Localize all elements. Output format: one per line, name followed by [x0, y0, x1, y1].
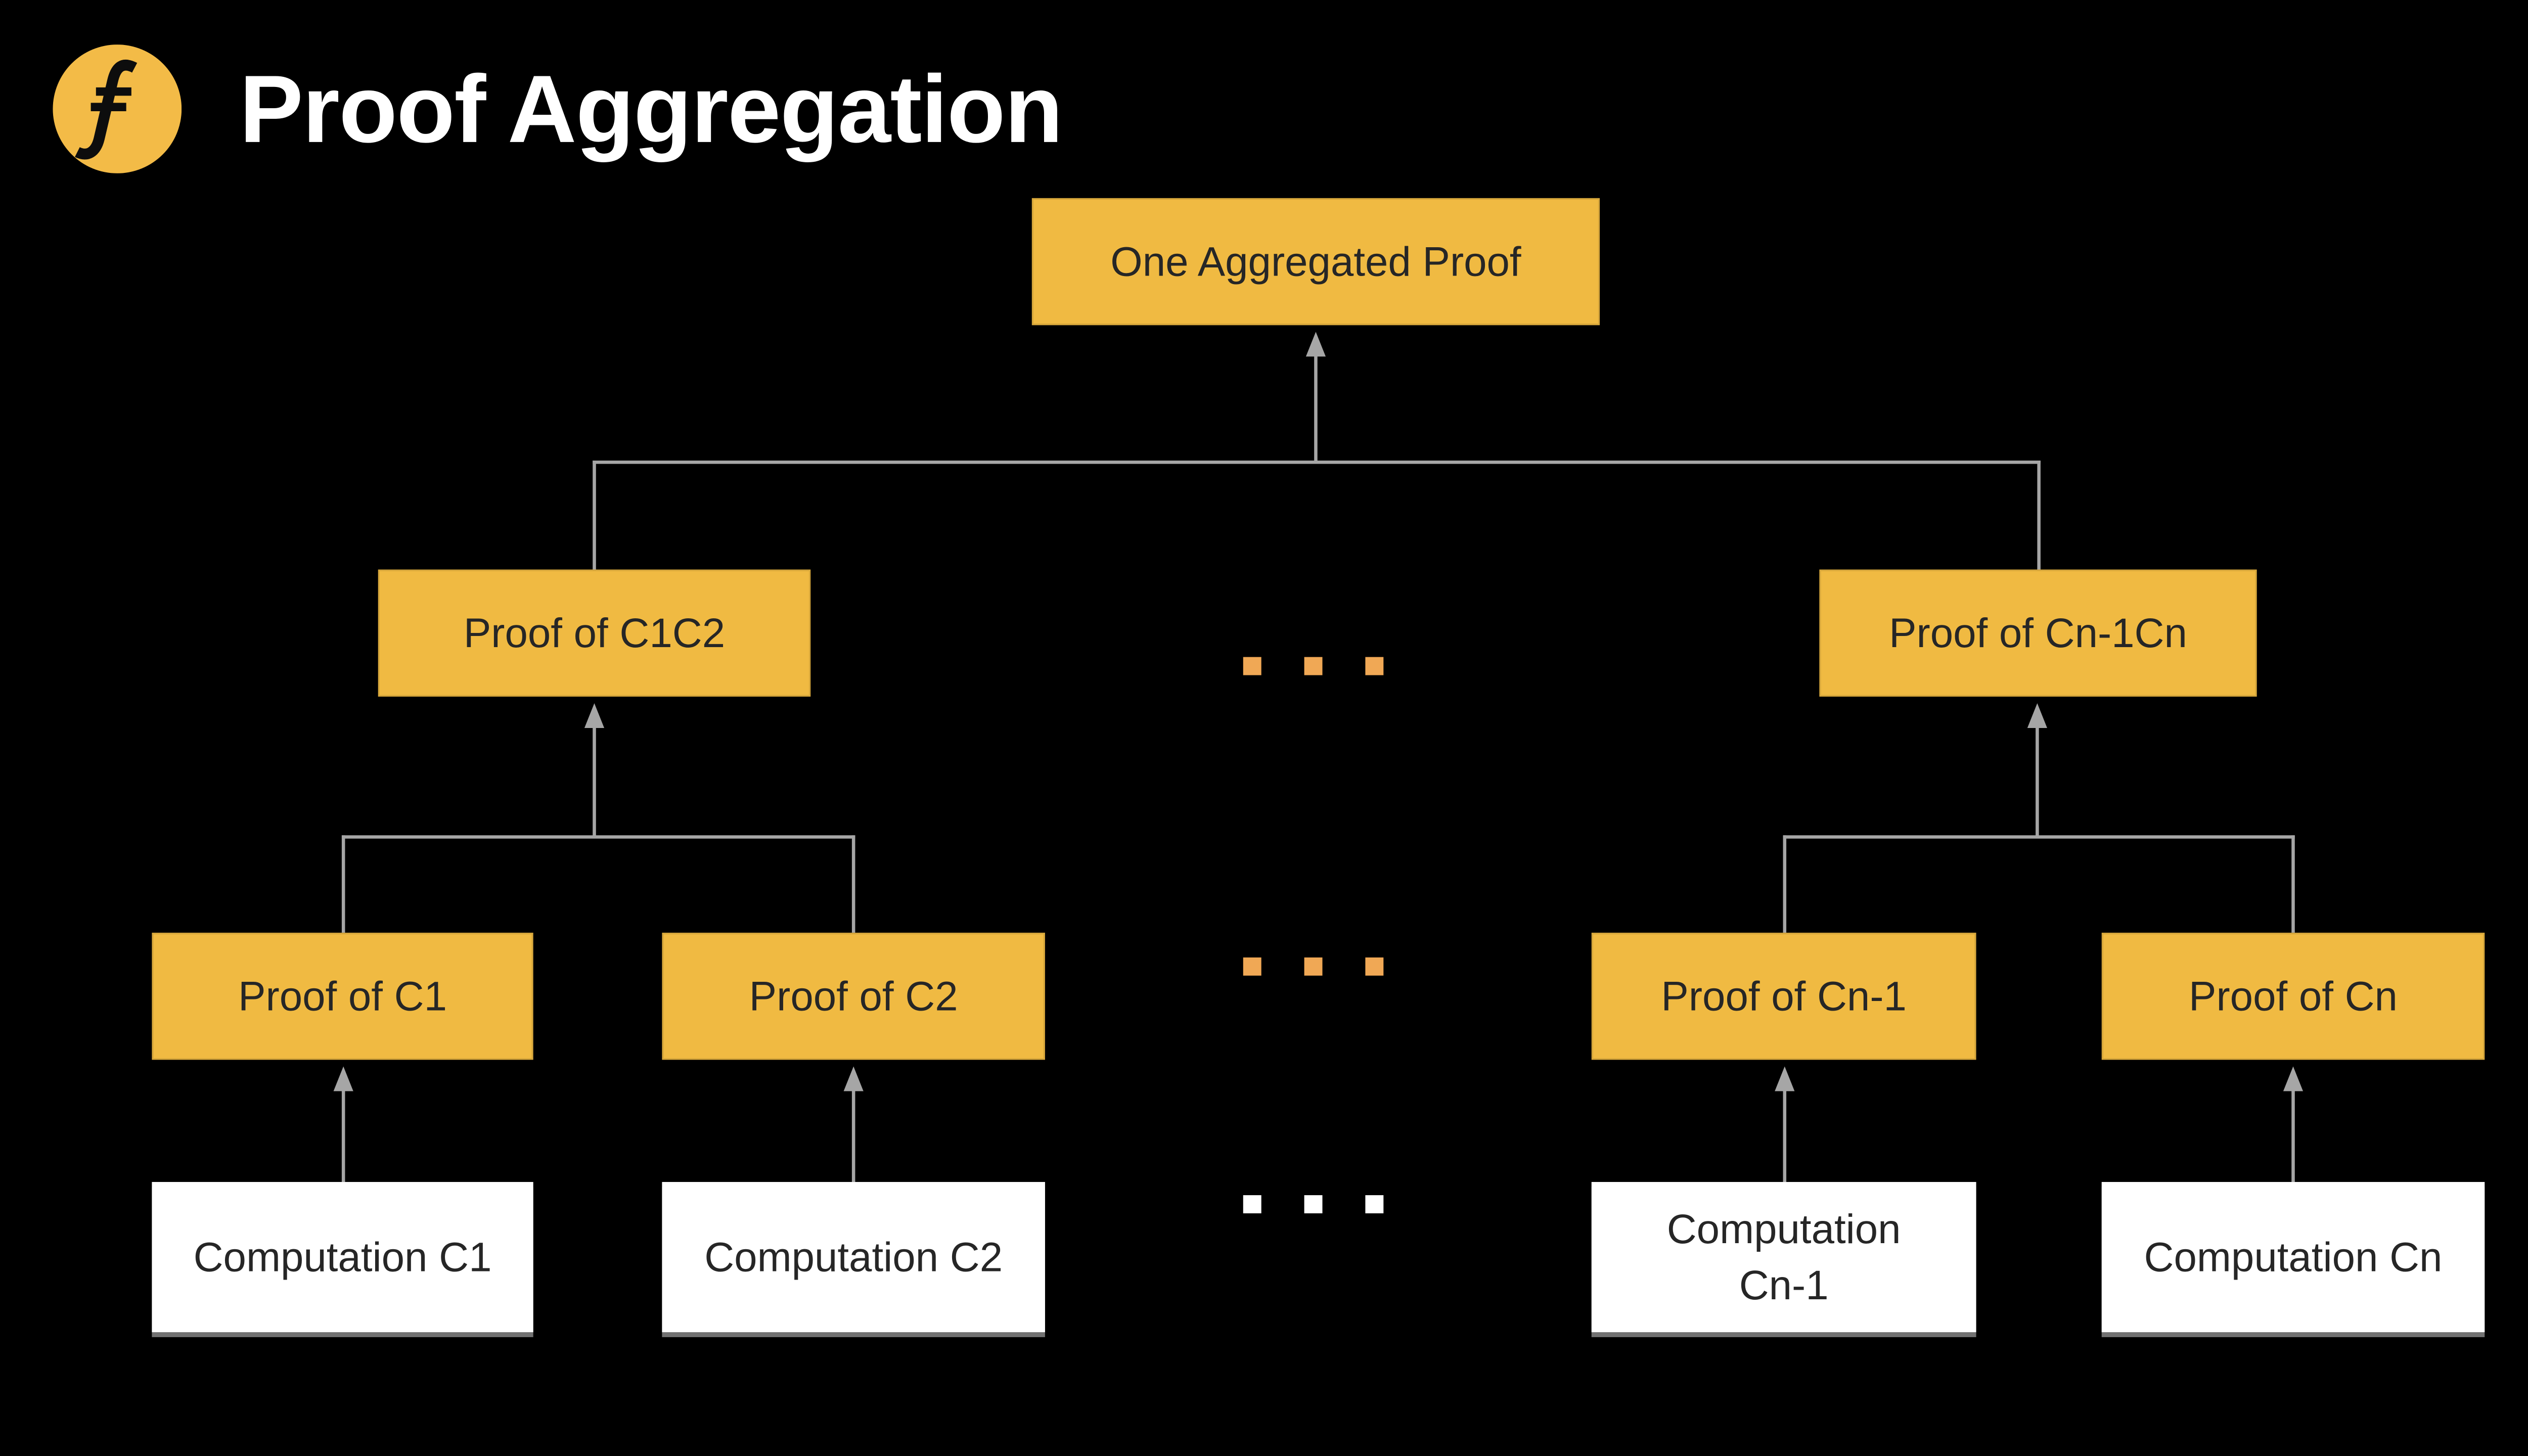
arrow-up-icon — [584, 703, 605, 728]
ellipsis-dot — [1304, 1195, 1323, 1213]
connector-line — [593, 461, 2041, 464]
node-computation-cn: Computation Cn — [2101, 1181, 2485, 1333]
arrow-shaft — [1783, 1089, 1787, 1182]
page-title: Proof Aggregation — [239, 55, 1063, 163]
ellipsis-dot — [1243, 657, 1261, 675]
arrow-shaft — [2291, 1089, 2295, 1182]
connector-line — [593, 461, 596, 570]
ellipsis-dot — [1243, 1195, 1261, 1213]
connector-line — [851, 835, 855, 933]
connector-line — [341, 835, 855, 839]
arrow-up-icon — [333, 1066, 353, 1091]
node-proof-cn1: Proof of Cn-1 — [1591, 932, 1976, 1060]
ellipsis-dot — [1365, 1195, 1384, 1213]
arrow-up-icon — [1305, 332, 1326, 357]
connector-line — [341, 835, 345, 933]
ellipsis-dot — [1243, 957, 1261, 976]
arrow-shaft — [593, 726, 596, 837]
connector-line — [2291, 835, 2295, 933]
node-one-aggregated-proof: One Aggregated Proof — [1031, 198, 1600, 326]
filecoin-logo-icon — [53, 44, 182, 173]
arrow-shaft — [851, 1089, 855, 1182]
node-proof-c2: Proof of C2 — [662, 932, 1045, 1060]
arrow-up-icon — [1775, 1066, 1795, 1091]
connector-line — [1783, 835, 1787, 933]
node-proof-cn: Proof of Cn — [2101, 932, 2485, 1060]
node-computation-c1: Computation C1 — [152, 1181, 533, 1333]
connector-line — [2037, 461, 2041, 570]
arrow-shaft — [2036, 726, 2039, 837]
arrow-shaft — [341, 1089, 345, 1182]
arrow-up-icon — [2027, 703, 2047, 728]
arrow-shaft — [1314, 355, 1318, 463]
node-proof-cn1cn: Proof of Cn-1Cn — [1819, 569, 2257, 697]
arrow-up-icon — [843, 1066, 864, 1091]
node-computation-c2: Computation C2 — [662, 1181, 1045, 1333]
node-label: Computation Cn-1 — [1666, 1206, 1901, 1308]
node-computation-cn1: Computation Cn-1 — [1591, 1181, 1976, 1333]
arrow-up-icon — [2283, 1066, 2304, 1091]
ellipsis-dot — [1365, 657, 1384, 675]
connector-line — [1783, 835, 2295, 839]
ellipsis-dot — [1365, 957, 1384, 976]
ellipsis-dot — [1304, 657, 1323, 675]
ellipsis-dot — [1304, 957, 1323, 976]
node-proof-c1c2: Proof of C1C2 — [378, 569, 811, 697]
node-proof-c1: Proof of C1 — [152, 932, 533, 1060]
